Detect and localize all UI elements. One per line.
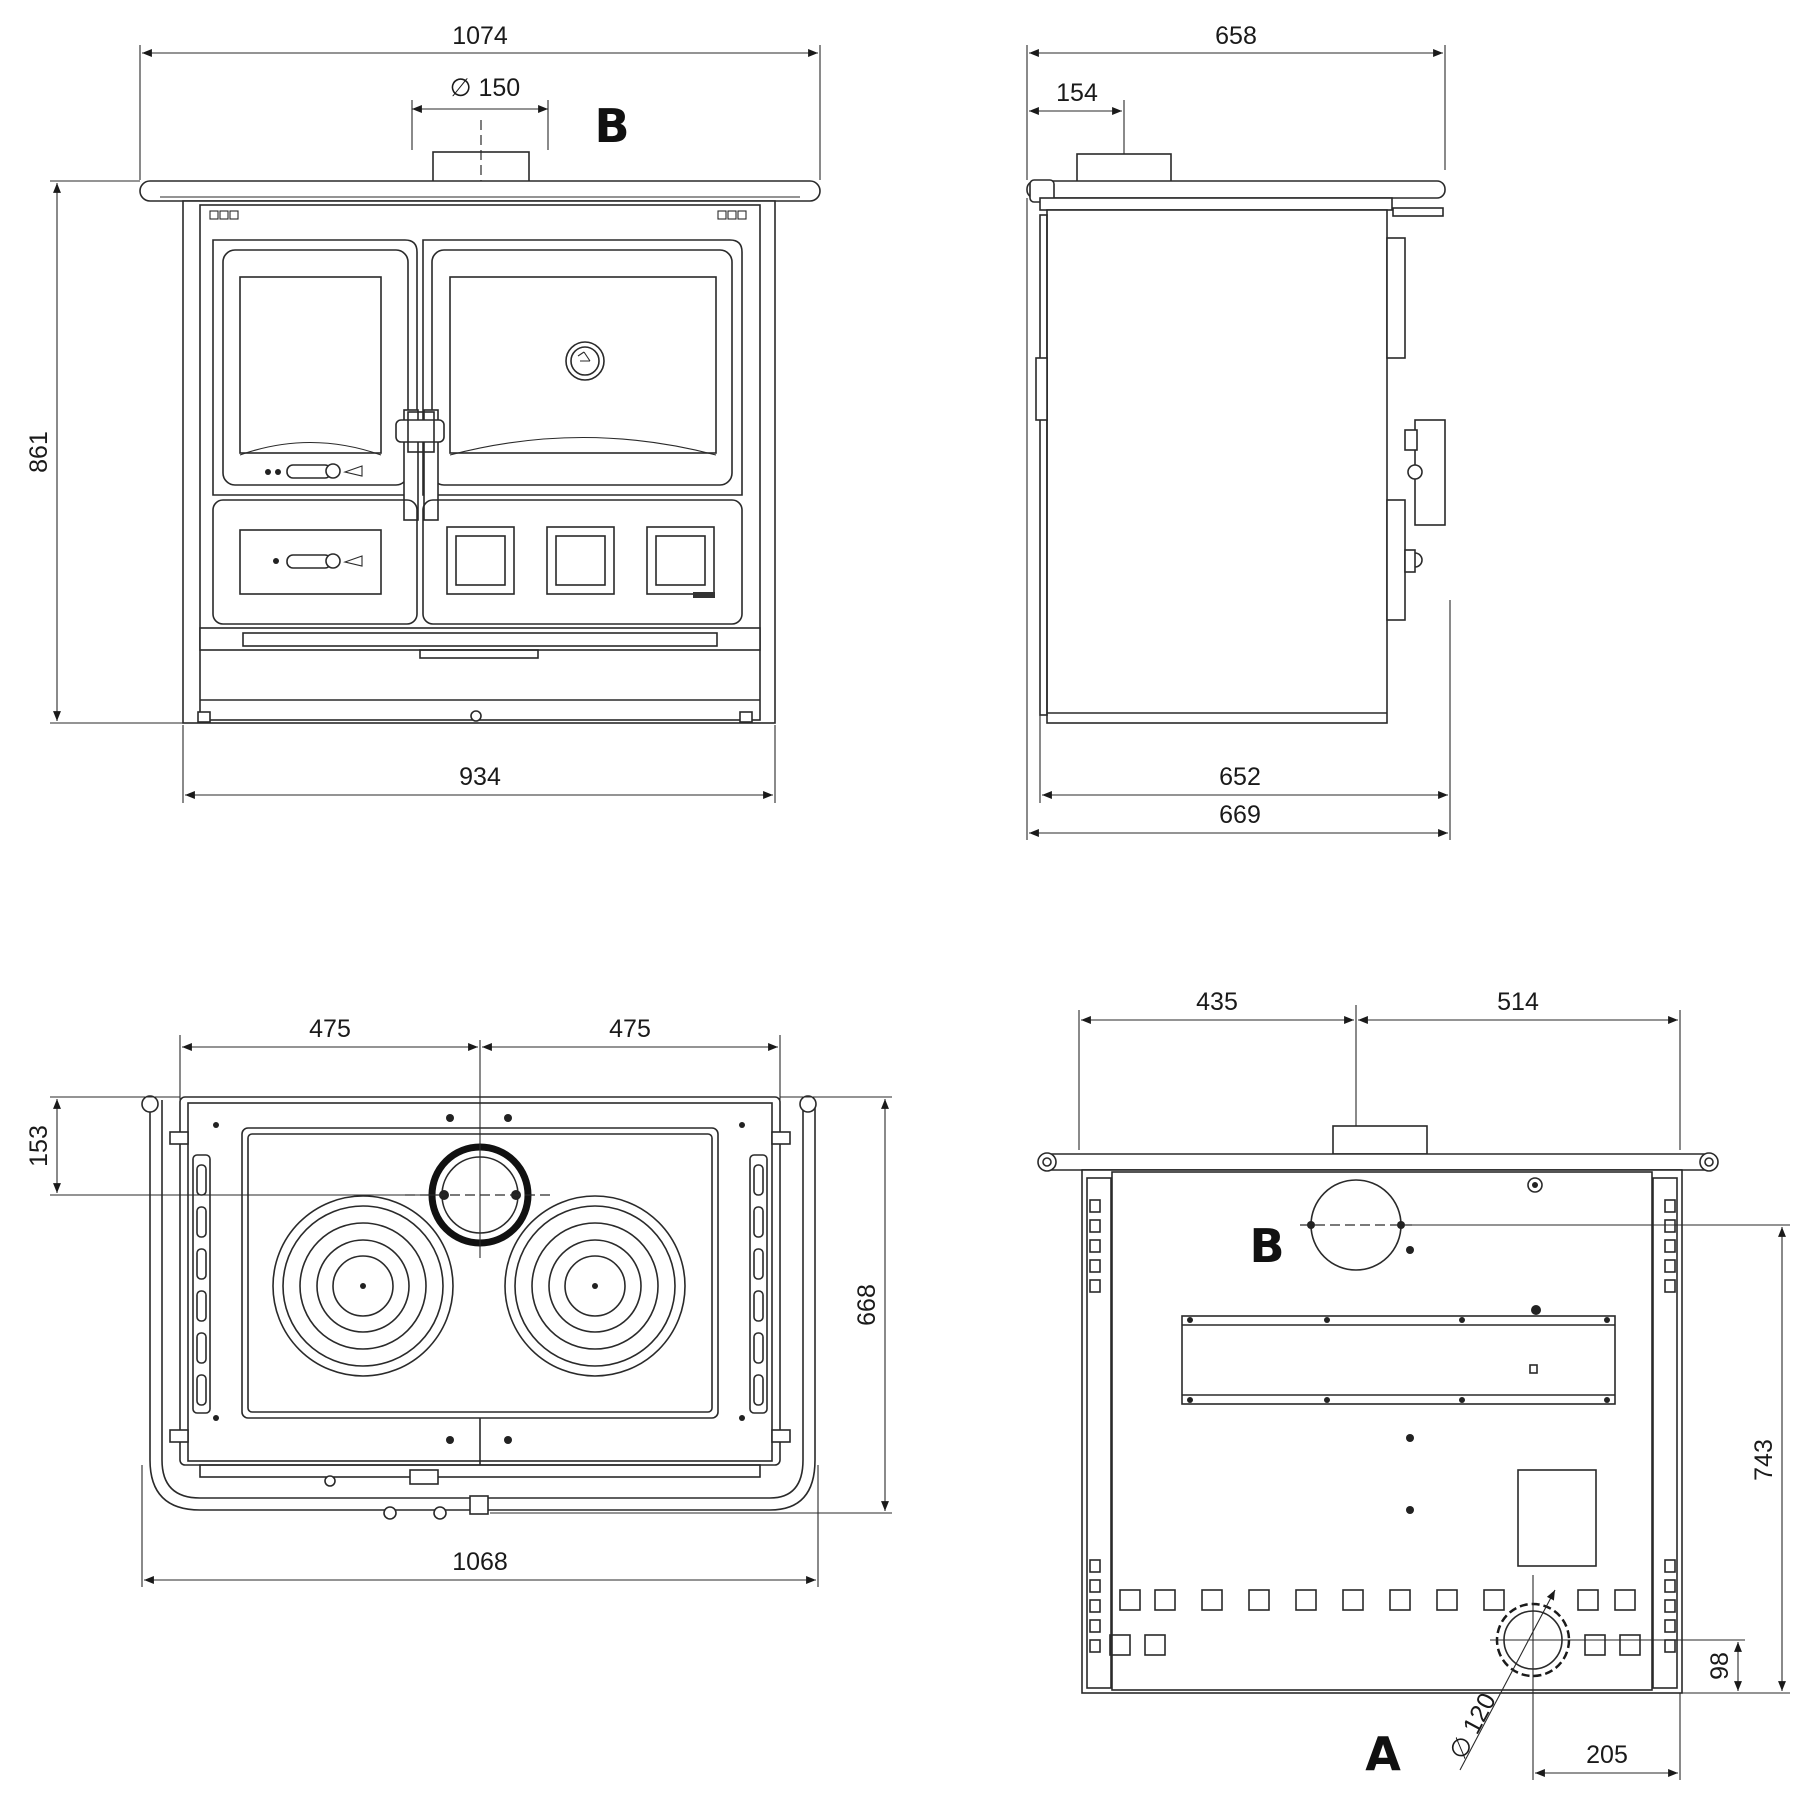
cooktop-rail-rear bbox=[1042, 1153, 1714, 1171]
rear-flue-b bbox=[1300, 1179, 1790, 1271]
oven-window bbox=[449, 276, 717, 454]
dim-text-205: 205 bbox=[1586, 1741, 1628, 1769]
flue-collar-rear bbox=[1332, 1125, 1428, 1155]
cooktop-plate-front bbox=[139, 180, 821, 202]
flue-label-b-rear: B bbox=[1249, 1219, 1284, 1273]
dimension-top-width: 1068 bbox=[141, 1465, 819, 1587]
dim-text-652: 652 bbox=[1219, 763, 1261, 791]
side-handle bbox=[1404, 419, 1446, 573]
rear-label-plate bbox=[1517, 1469, 1597, 1567]
door-handle-center bbox=[395, 409, 445, 521]
top-side-slots bbox=[192, 1154, 768, 1414]
dim-text-669: 669 bbox=[1219, 801, 1261, 829]
dimension-rear-outlet-offset: 205 bbox=[1535, 1693, 1681, 1780]
firebox-door bbox=[212, 239, 418, 496]
dimension-front-width-top: 1074 bbox=[139, 22, 821, 180]
flue-collar-side bbox=[1076, 153, 1172, 183]
dimension-rear-outlet-height: 98 bbox=[1570, 1639, 1745, 1691]
rear-panel bbox=[1181, 1315, 1616, 1405]
dimension-side-depth-body: 652 bbox=[1039, 600, 1451, 840]
rear-outlet-a bbox=[1459, 1575, 1590, 1780]
dim-text-1074: 1074 bbox=[452, 22, 508, 50]
dimension-top-flue-from-front: 153 bbox=[25, 1096, 440, 1196]
cooktop-plate-side bbox=[1026, 180, 1446, 199]
dim-text-861: 861 bbox=[25, 431, 53, 473]
dim-text-98: 98 bbox=[1706, 1652, 1734, 1680]
dim-text-435: 435 bbox=[1196, 988, 1238, 1016]
firebox-control-slider bbox=[286, 464, 332, 479]
oven-thermometer-icon bbox=[565, 341, 605, 381]
side-view: 658 154 652 bbox=[1026, 22, 1451, 840]
dimension-front-width-base: 934 bbox=[182, 725, 776, 803]
dimension-top-depth: 668 bbox=[490, 1096, 892, 1514]
hob-ring-right bbox=[504, 1195, 686, 1377]
dimension-side-depth-top: 658 bbox=[1026, 22, 1446, 180]
dimension-side-depth-overall: 669 bbox=[1026, 198, 1448, 840]
outlet-label-a: A bbox=[1365, 1727, 1401, 1781]
dimension-rear-flue-height: 743 bbox=[1682, 1227, 1790, 1694]
dim-text-outlet-diameter: ∅ 120 bbox=[1444, 1689, 1502, 1764]
ash-drawer bbox=[212, 499, 418, 625]
oven-door bbox=[422, 239, 743, 496]
dim-text-668: 668 bbox=[853, 1284, 881, 1326]
stove-body-side bbox=[1046, 209, 1388, 724]
dimension-rear-left-to-flue: 435 bbox=[1078, 988, 1681, 1150]
dim-text-514: 514 bbox=[1497, 988, 1539, 1016]
rear-side-tabs bbox=[1089, 1199, 1676, 1653]
dim-text-flue-diameter: ∅ 150 bbox=[450, 74, 520, 102]
front-knob bbox=[469, 1495, 489, 1515]
firebox-window bbox=[239, 276, 382, 454]
dimension-rear-flue-to-right: 514 bbox=[1358, 988, 1678, 1024]
dim-text-1068: 1068 bbox=[452, 1548, 508, 1576]
rear-view: 435 514 bbox=[1037, 988, 1790, 1781]
dimension-flue-diameter: ∅ 150 bbox=[411, 74, 549, 150]
dim-text-475-left: 475 bbox=[309, 1015, 351, 1043]
dimension-top-left-half: 475 bbox=[179, 1015, 781, 1100]
lower-right-panel bbox=[422, 499, 743, 625]
dim-text-934: 934 bbox=[459, 763, 501, 791]
front-view: 1074 ∅ 150 B bbox=[25, 22, 821, 803]
dim-text-658: 658 bbox=[1215, 22, 1257, 50]
rear-grille bbox=[1109, 1589, 1641, 1656]
top-view: 475 475 bbox=[25, 1015, 892, 1587]
dimension-top-right-half: 475 bbox=[482, 1015, 778, 1051]
dim-text-153: 153 bbox=[25, 1125, 53, 1167]
hob-ring-left bbox=[272, 1195, 454, 1377]
dim-text-743: 743 bbox=[1750, 1439, 1778, 1481]
dimension-front-height: 861 bbox=[25, 180, 200, 724]
dim-text-475-right: 475 bbox=[609, 1015, 651, 1043]
dim-text-154: 154 bbox=[1056, 79, 1098, 107]
flue-label-b-front: B bbox=[594, 99, 629, 153]
